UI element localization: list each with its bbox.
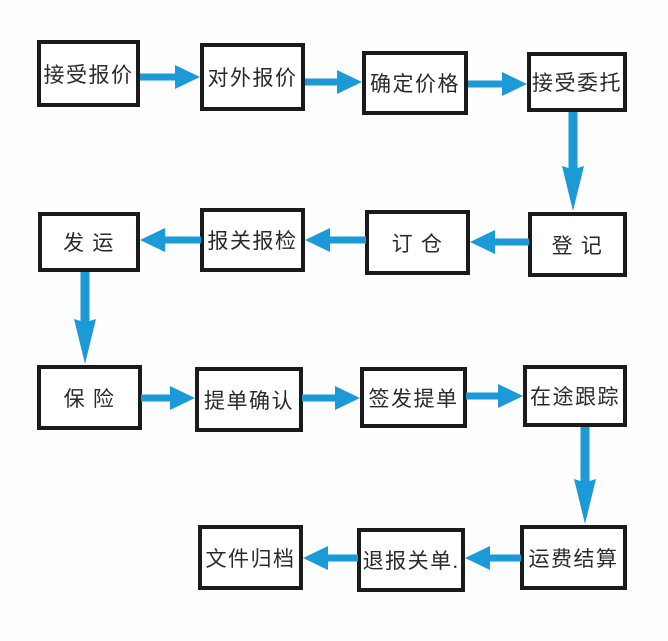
flow-node-label: 接受委托 <box>532 71 622 95</box>
flow-node-accept-entrust: 接受委托 <box>527 52 627 112</box>
flow-arrow-insurance-to-bl-confirm <box>141 386 195 410</box>
flow-arrow-confirm-price-to-accept-entrust <box>468 72 527 96</box>
flow-node-file-archive: 文件归档 <box>198 525 303 590</box>
flow-arrow-register-to-booking <box>470 230 529 254</box>
flow-node-bl-confirm: 提单确认 <box>195 367 303 432</box>
flow-node-customs-declare: 报关报检 <box>200 208 305 272</box>
flow-arrow-booking-to-customs-declare <box>305 228 366 252</box>
flow-node-label: 退报关单. <box>362 549 460 573</box>
flow-node-label: 订 仓 <box>391 231 444 256</box>
flow-node-shipment: 发 运 <box>38 212 140 272</box>
flow-node-label: 发 运 <box>63 231 115 255</box>
flow-arrow-bl-issue-to-in-transit-tracking <box>466 384 523 408</box>
flow-node-accept-quote: 接受报价 <box>37 40 140 107</box>
flow-node-label: 登 记 <box>551 233 604 258</box>
flow-node-label: 对外报价 <box>207 66 298 90</box>
flow-arrow-customs-sheet-return-to-file-archive <box>303 546 358 570</box>
flow-node-register: 登 记 <box>528 212 627 277</box>
flow-arrow-shipment-to-insurance <box>74 272 96 364</box>
flow-node-label: 运费结算 <box>528 546 619 571</box>
flow-node-label: 确定价格 <box>370 72 460 96</box>
flow-arrow-bl-confirm-to-bl-issue <box>302 386 360 410</box>
flow-node-insurance: 保 险 <box>37 365 142 430</box>
flow-arrow-accept-quote-to-external-quote <box>140 65 200 89</box>
flow-arrow-accept-entrust-to-register <box>562 112 584 211</box>
flow-node-freight-settlement: 运费结算 <box>520 525 627 590</box>
flow-node-label: 报关报检 <box>207 229 298 253</box>
flow-arrow-customs-declare-to-shipment <box>140 228 201 252</box>
flow-arrow-freight-settlement-to-customs-sheet-return <box>465 546 521 570</box>
flow-node-label: 接受报价 <box>43 62 134 87</box>
flow-node-label: 文件归档 <box>205 546 296 571</box>
flow-node-bl-issue: 签发提单 <box>360 367 467 428</box>
flow-node-label: 在途跟踪 <box>530 385 620 409</box>
flow-node-external-quote: 对外报价 <box>200 43 305 111</box>
flow-node-booking: 订 仓 <box>365 210 470 275</box>
flow-node-in-transit-tracking: 在途跟踪 <box>523 365 627 427</box>
flow-node-customs-sheet-return: 退报关单. <box>357 528 465 592</box>
flow-node-label: 保 险 <box>63 386 116 411</box>
flow-node-label: 提单确认 <box>204 388 294 413</box>
flow-node-confirm-price: 确定价格 <box>362 51 468 115</box>
flow-arrow-in-transit-tracking-to-freight-settlement <box>574 427 596 524</box>
flow-node-label: 签发提单 <box>368 386 459 411</box>
flow-arrow-external-quote-to-confirm-price <box>305 70 362 94</box>
